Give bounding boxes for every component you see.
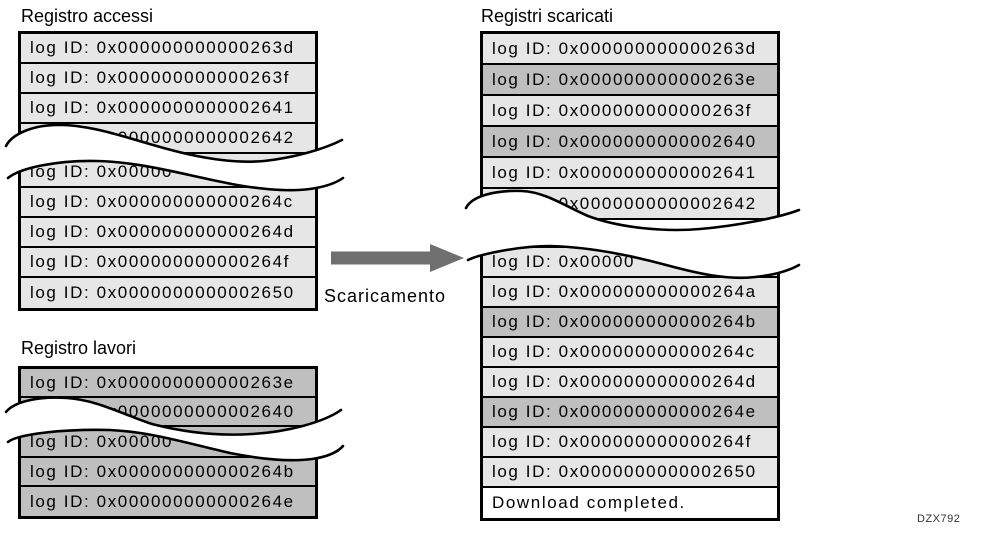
log-row: log ID: 0x000000000000264f xyxy=(21,248,315,278)
log-row-torn-right: log ID: 0x00000 xyxy=(21,154,315,188)
access-log-title: Registro accessi xyxy=(21,6,154,26)
log-row: log ID: 0x000000000000264e xyxy=(21,487,315,516)
log-row: log ID: 0x000000000000264b xyxy=(21,458,315,487)
log-row-torn-left: log ID: 0x0000000000002640 xyxy=(21,398,315,427)
downloaded-logs-list: log ID: 0x000000000000263d log ID: 0x000… xyxy=(480,31,780,521)
job-log-title: Registro lavori xyxy=(21,338,137,358)
log-row: log ID: 0x0000000000002641 xyxy=(21,94,315,124)
log-row: log ID: 0x000000000000263d xyxy=(483,34,777,65)
log-row: log ID: 0x0000000000002650 xyxy=(21,278,315,308)
log-row: log ID: 0x000000000000264a xyxy=(483,278,777,308)
log-row: log ID: 0x0000000000002641 xyxy=(483,158,777,189)
log-row: log ID: 0x000000000000264d xyxy=(483,368,777,398)
log-row-torn-left: log ID: 0x0000000000002642 xyxy=(483,189,777,220)
log-row: log ID: 0x0000000000002650 xyxy=(483,458,777,488)
log-row: log ID: 0x000000000000264d xyxy=(21,218,315,248)
download-arrow xyxy=(331,244,464,272)
downloaded-logs-title: Registri scaricati xyxy=(481,6,614,26)
log-row: log ID: 0x000000000000263f xyxy=(483,96,777,127)
log-row: log ID: 0x000000000000264b xyxy=(483,308,777,338)
log-row: log ID: 0x000000000000263e xyxy=(21,369,315,398)
log-row: log ID: 0x000000000000264e xyxy=(483,398,777,428)
log-row: log ID: 0x0000000000002640 xyxy=(483,127,777,158)
log-row-torn-right: log ID: 0x00000 xyxy=(21,427,315,458)
download-arrow-label: Scaricamento xyxy=(324,286,447,306)
torn-gap xyxy=(483,220,777,248)
log-row-torn-left: log ID: 0x0000000000002642 xyxy=(21,124,315,154)
log-row: log ID: 0x000000000000263f xyxy=(21,64,315,94)
log-row: log ID: 0x000000000000263e xyxy=(483,65,777,96)
log-row-torn-right: log ID: 0x00000 xyxy=(483,248,777,278)
log-row: log ID: 0x000000000000263d xyxy=(21,34,315,64)
status-row: Download completed. xyxy=(483,488,777,518)
log-row: log ID: 0x000000000000264c xyxy=(483,338,777,368)
job-log-list: log ID: 0x000000000000263e log ID: 0x000… xyxy=(18,366,318,519)
log-row: log ID: 0x000000000000264c xyxy=(21,188,315,218)
access-log-list: log ID: 0x000000000000263d log ID: 0x000… xyxy=(18,31,318,311)
log-row: log ID: 0x000000000000264f xyxy=(483,428,777,458)
figure-code: DZX792 xyxy=(917,513,961,525)
